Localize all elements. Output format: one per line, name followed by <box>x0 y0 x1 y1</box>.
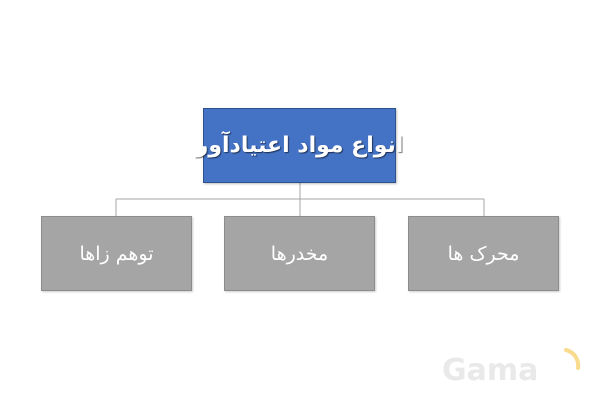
child-node-label: توهم زاها <box>79 242 154 265</box>
watermark-accent-arc <box>564 348 581 370</box>
root-node-label: انواع مواد اعتیادآور <box>195 133 404 158</box>
watermark-text: Gama <box>442 353 538 388</box>
root-node: انواع مواد اعتیادآور <box>196 108 403 183</box>
child-node-label: مخدرها <box>270 242 329 265</box>
child-node-label: محرک ها <box>447 242 520 265</box>
child-node-stimulants: محرک ها <box>408 216 559 291</box>
child-node-narcotics: مخدرها <box>224 216 375 291</box>
child-node-hallucinogens: توهم زاها <box>41 216 192 291</box>
gama-watermark-logo: Gama <box>442 348 581 388</box>
